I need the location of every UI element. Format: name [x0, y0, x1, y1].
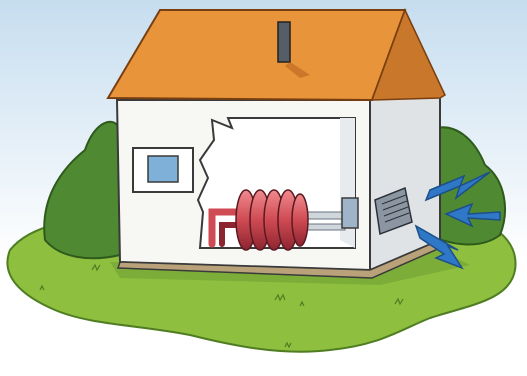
house-roof: [108, 10, 405, 100]
indoor-unit: [342, 198, 358, 228]
window-pane: [148, 156, 178, 182]
heat-pump-coil-icon: [236, 190, 308, 250]
chimney-icon: [278, 22, 290, 62]
